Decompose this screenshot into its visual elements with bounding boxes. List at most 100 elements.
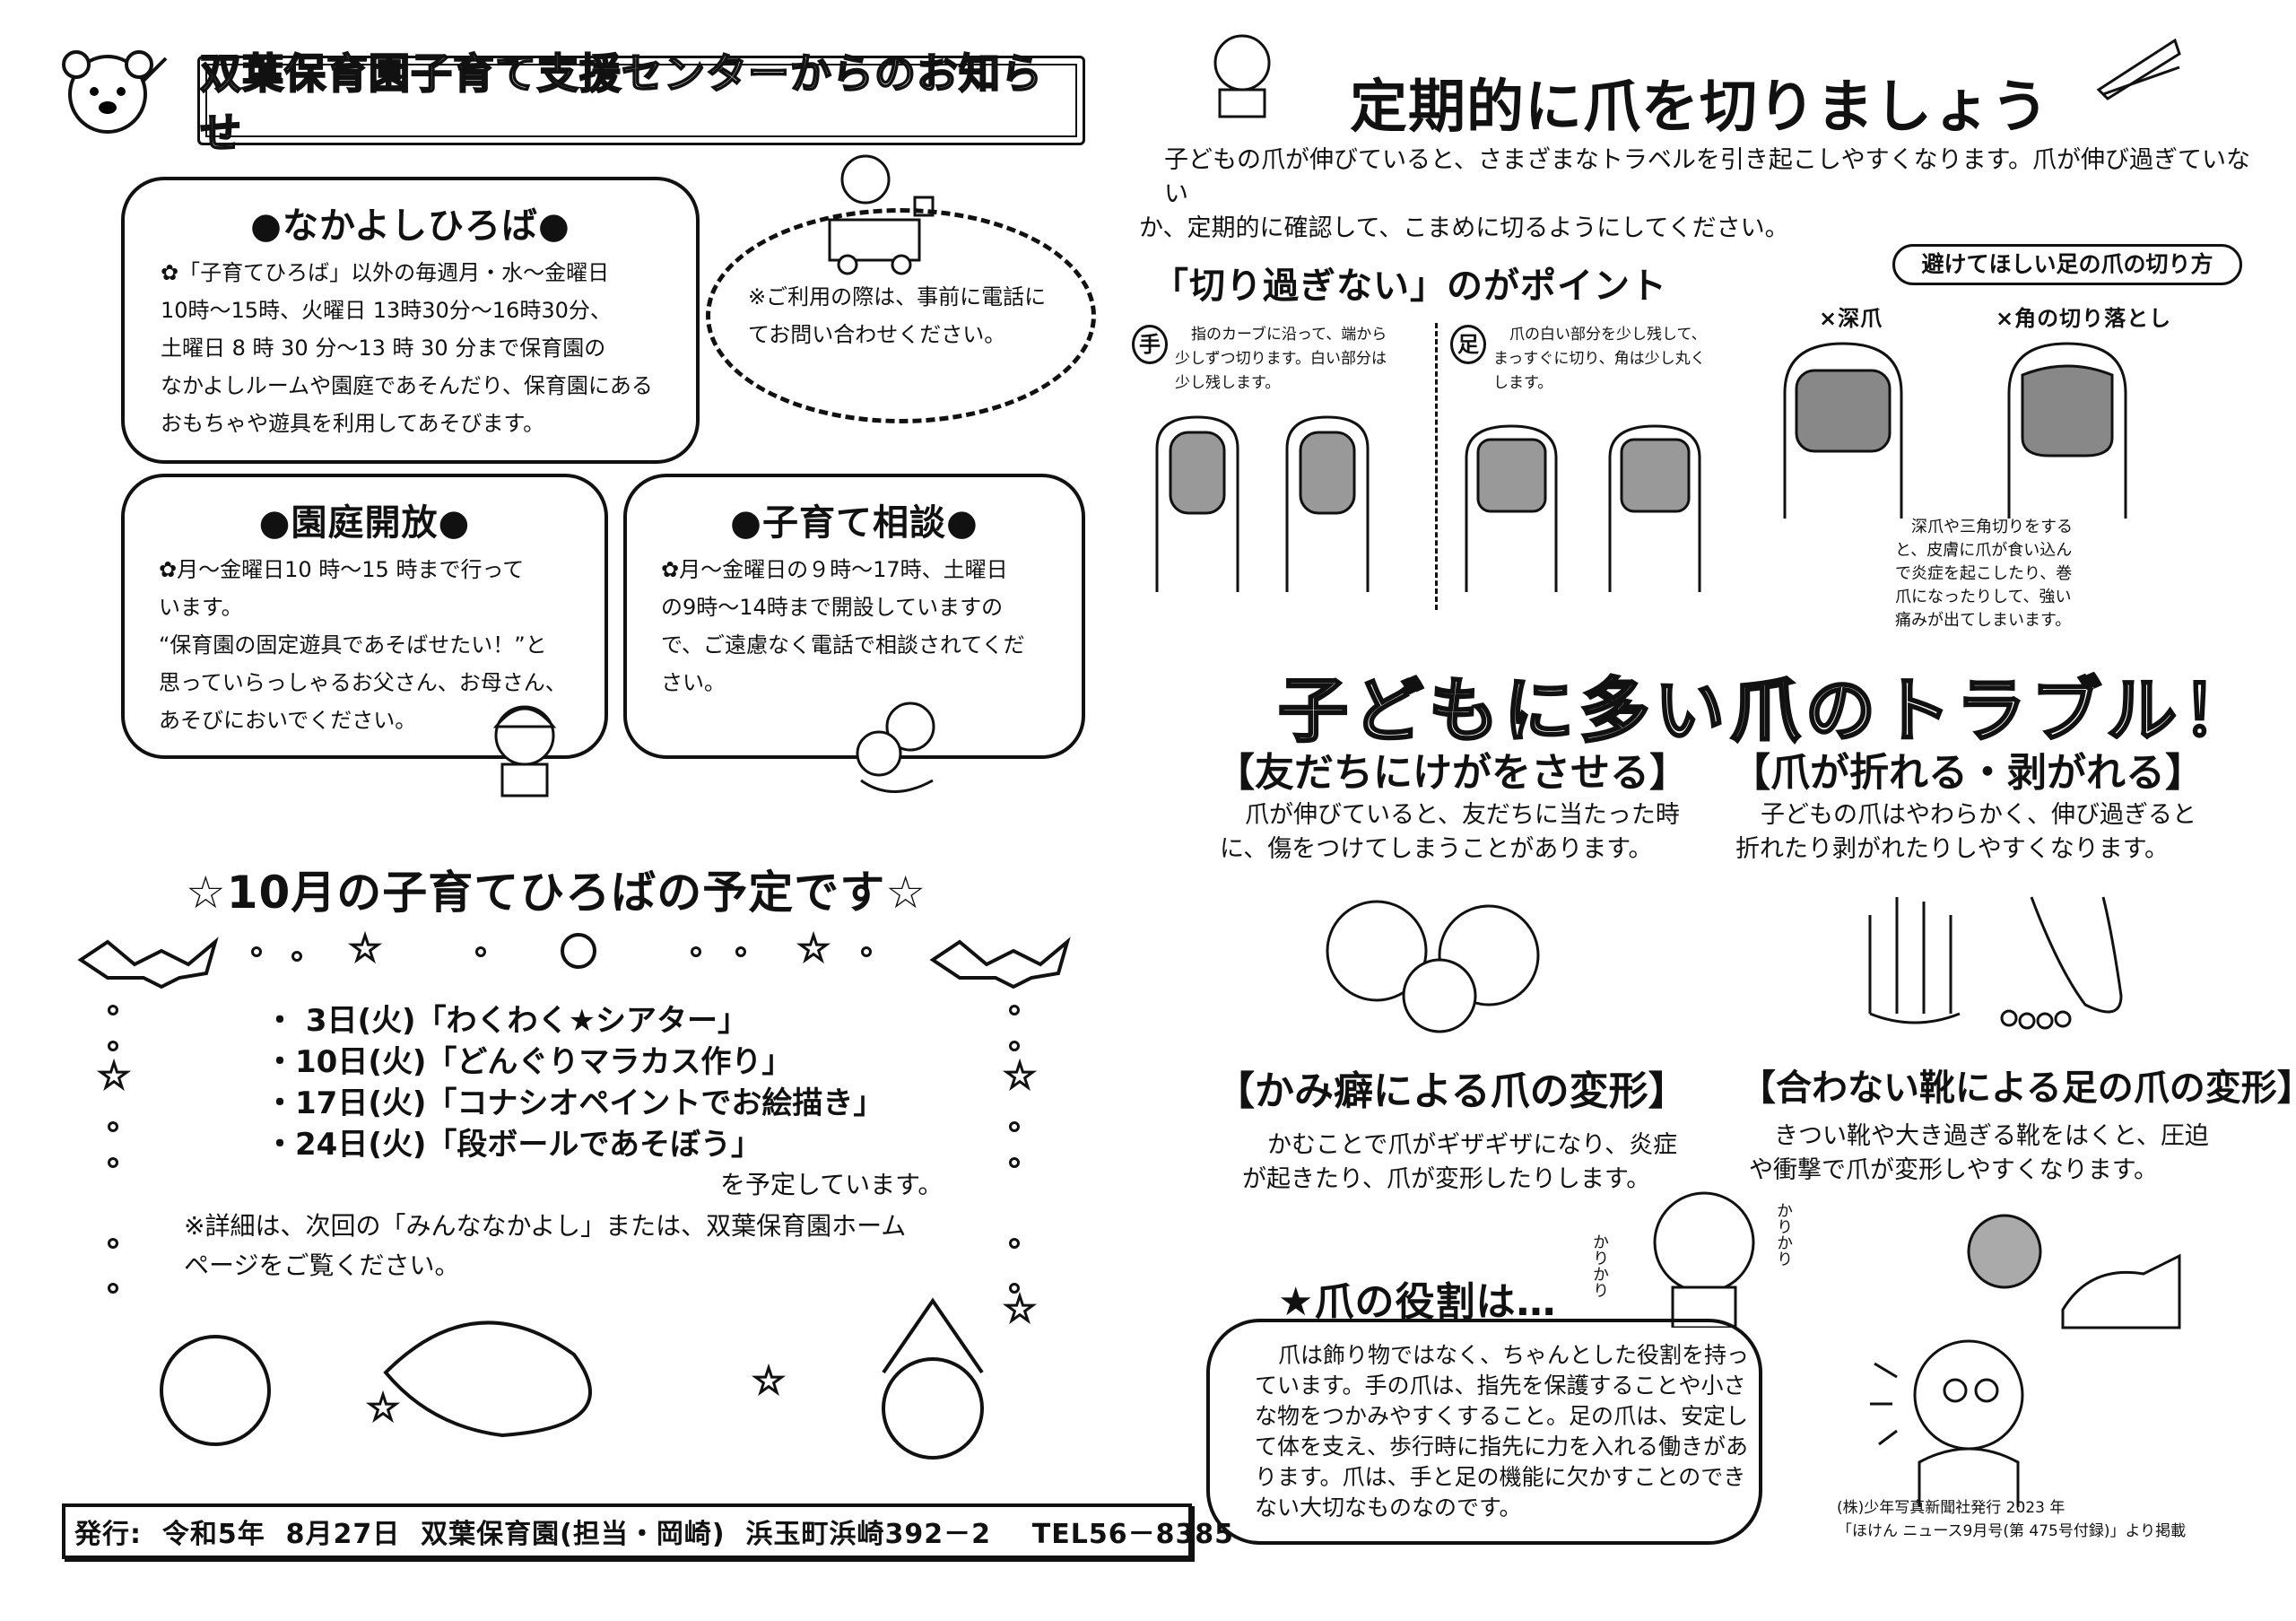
schedule-item: ・24日(火)「段ボールであそぼう」 <box>265 1127 762 1163</box>
nail-clipper-icon <box>2090 27 2188 108</box>
text-line: います。 <box>159 595 243 620</box>
trouble-text: かむことで爪がギザギザになり、炎症 が起きたり、爪が変形したりします。 <box>1242 1129 1677 1197</box>
children-bumping-illustration <box>1326 900 1540 1033</box>
trouble-heading: 【友だちにけがをさせる】 <box>1215 750 1689 796</box>
text-line: で、ご遠慮なく電話で相談されてくだ <box>661 632 1025 658</box>
text-line: な物をつかみやすくすること。足の爪は、安定し <box>1255 1403 1749 1429</box>
schedule-note: ※詳細は、次回の「みんななかよし」または、双葉保育園ホーム ページをご覧ください… <box>184 1207 906 1285</box>
text-line: おもちゃや遊具を利用してあそびます。 <box>161 411 545 436</box>
text-line: ✿「子育てひろば」以外の毎週月・水～金曜日 <box>161 260 610 285</box>
text-line: 10時～15時、火曜日 13時30分～16時30分、 <box>161 298 612 323</box>
foot-text: 爪の白い部分を少し残して、 まっすぐに切り、角は少し丸く します。 <box>1493 323 1707 396</box>
text-line: 爪になったりして、強い <box>1895 588 2072 606</box>
trouble-text: 爪が伸びていると、友だちに当たった時 に、傷をつけてしまうことがあります。 <box>1220 798 1680 867</box>
text-line: 折れたり剥がれたりしやすくなります。 <box>1735 835 2170 863</box>
text-line: ✿月～金曜日の９時～17時、土曜日 <box>661 557 1008 582</box>
credit: (株)少年写真新聞社発行 2023 年 「ほけん ニュース9月号(第 475号付… <box>1837 1496 2186 1543</box>
note-line: ページをご覧ください。 <box>184 1251 460 1280</box>
text-line: します。 <box>1493 374 1553 392</box>
hand-badge-label: 手 <box>1139 332 1161 357</box>
text-line: 思っていらっしゃるお父さん、お母さん、 <box>159 670 567 695</box>
consult-box: ●子育て相談● ✿月～金曜日の９時～17時、土曜日 の9時～14時まで開設してい… <box>623 474 1085 759</box>
text-line: 痛みが出てしまいます。 <box>1895 611 2072 630</box>
right-title: 定期的に爪を切りましょう <box>1350 74 2049 141</box>
text-line: 少し残します。 <box>1175 374 1281 392</box>
garden-title: ●園庭開放● <box>258 502 471 544</box>
schedule-item: ・17日(火)「コナシオペイントでお絵描き」 <box>265 1085 884 1121</box>
shoe-illustration <box>1967 1214 2181 1329</box>
karikari-left: かりかり <box>1590 1233 1609 1298</box>
text-line: 子どもの爪が伸びていると、さまざまなトラベルを引き起こしやすくなります。爪が伸び… <box>1164 146 2250 208</box>
halloween-frame: ★★★★★★★ <box>72 924 1076 1480</box>
schedule-item: ・ 3日(火)「わくわく★シアター」 <box>265 1003 749 1039</box>
credit-line: 「ほけん ニュース9月号(第 475号付録)」より掲載 <box>1837 1522 2187 1540</box>
text-line: なかよしルームや園庭であそんだり、保育園にある <box>161 373 653 398</box>
footer-box: 発行: 令和5年 8月27日 双葉保育園(担当・岡崎) 浜玉町浜崎392－2 T… <box>62 1503 1233 1559</box>
nail-biting-child-illustration <box>1653 1191 1755 1328</box>
mascot-bear-illustration <box>54 45 170 153</box>
text-line: か、定期的に確認して、こまめに切るようにしてください。 <box>1139 214 1789 242</box>
deep-nail-label: ×深爪 <box>1819 306 1883 331</box>
foot-nail-illustration <box>1465 424 1701 592</box>
trouble-heading: 【合わない靴による足の爪の変形】 <box>1740 1068 2296 1109</box>
text-line: て体を支え、歩行時に指先に力を入れる働きがあ <box>1255 1434 1749 1460</box>
trouble-heading: 【かみ癖による爪の変形】 <box>1215 1068 1688 1114</box>
text-line: ない大切なものなのです。 <box>1255 1495 1522 1521</box>
text-line: “保育園の固定遊具であそばせたい！”と <box>159 632 547 658</box>
avoid-nail-illustration <box>1783 342 2127 519</box>
text-line: まっすぐに切り、角は少し丸く <box>1493 350 1706 368</box>
consult-title: ●子育て相談● <box>730 502 978 544</box>
hand-text: 指のカーブに沿って、端から 少しずつ切ります。白い部分は 少し残します。 <box>1175 323 1387 396</box>
text-line: さい。 <box>661 670 726 695</box>
schedule-title: ☆10月の子育てひろばの予定です☆ <box>185 867 927 919</box>
text-line: が起きたり、爪が変形したりします。 <box>1242 1165 1651 1193</box>
intro-text: 子どもの爪が伸びていると、さまざまなトラベルを引き起こしやすくなります。爪が伸び… <box>1139 144 2269 246</box>
consult-text: ✿月～金曜日の９時～17時、土曜日 の9時～14時まで開設していますの で、ご遠… <box>661 551 1048 702</box>
child-ok-illustration <box>1193 22 1292 121</box>
text-line: きつい靴や大き過ぎる靴をはくと、圧迫 <box>1774 1122 2209 1150</box>
text-line: 爪は飾り物ではなく、ちゃんとした役割を持っ <box>1278 1342 1750 1368</box>
note-line: ※ご利用の際は、事前に電話に <box>748 284 1047 309</box>
avoid-pill-label: 避けてほしい足の爪の切り方 <box>1921 251 2213 277</box>
credit-line: (株)少年写真新聞社発行 2023 年 <box>1837 1499 2066 1517</box>
parent-child-hug-illustration <box>834 691 951 803</box>
doctor-illustration <box>1870 1339 2024 1507</box>
trouble-title: 子どもに多い爪のトラブル！ <box>1276 670 2258 754</box>
banner-title: 双葉保育園子育て支援センターからのお知らせ <box>199 48 1043 158</box>
text-line: 土曜日 8 時 30 分～13 時 30 分まで保育園の <box>161 336 606 361</box>
schedule-item: ・10日(火)「どんぐりマラカス作り」 <box>265 1044 793 1080</box>
text-line: 子どもの爪はやわらかく、伸び過ぎると <box>1761 801 2196 829</box>
foot-badge-label: 足 <box>1457 332 1479 357</box>
text-line: 指のカーブに沿って、端から <box>1191 326 1387 344</box>
text-line: と、皮膚に爪が食い込ん <box>1895 541 2073 560</box>
nakayoshi-box: ●なかよしひろば● ✿「子育てひろば」以外の毎週月・水～金曜日 10時～15時、… <box>121 177 700 464</box>
text-line: ています。手の爪は、指先を保護することや小さ <box>1255 1373 1746 1399</box>
nakayoshi-title: ●なかよしひろば● <box>250 205 570 247</box>
text-line: 爪が伸びていると、友だちに当たった時 <box>1245 801 1680 829</box>
avoid-text: 深爪や三角切りをする と、皮膚に爪が食い込ん で炎症を起こしたり、巻 爪になった… <box>1895 516 2073 632</box>
text-line: 深爪や三角切りをする <box>1911 518 2073 536</box>
banner: 双葉保育園子育て支援センターからのお知らせ <box>197 48 1085 158</box>
trouble-heading: 【爪が折れる・剥がれる】 <box>1731 750 2205 796</box>
hand-badge: 手 <box>1132 325 1168 364</box>
foot-badge: 足 <box>1450 325 1486 364</box>
text-line: に、傷をつけてしまうことがあります。 <box>1220 835 1653 863</box>
text-line: かむことで爪がギザギザになり、炎症 <box>1267 1131 1678 1159</box>
divider <box>1435 323 1438 610</box>
role-title: ★爪の役割は… <box>1278 1279 1557 1325</box>
trouble-text: きつい靴や大き過ぎる靴をはくと、圧迫 や衝撃で爪が変形しやすくなります。 <box>1749 1120 2209 1188</box>
child-with-cap-illustration <box>471 691 570 798</box>
text-line: や衝撃で爪が変形しやすくなります。 <box>1749 1156 2159 1184</box>
nakayoshi-text: ✿「子育てひろば」以外の毎週月・水～金曜日 10時～15時、火曜日 13時30分… <box>161 254 660 442</box>
role-text: 爪は飾り物ではなく、ちゃんとした役割を持っ ています。手の爪は、指先を保護するこ… <box>1255 1340 1759 1523</box>
text-line: 少しずつ切ります。白い部分は <box>1175 350 1387 368</box>
schedule-closing: を予定しています。 <box>720 1170 944 1199</box>
text-line: 爪の白い部分を少し残して、 <box>1509 326 1707 344</box>
text-line: ります。爪は、手と足の機能に欠かすことのでき <box>1255 1464 1746 1490</box>
trouble-text: 子どもの爪はやわらかく、伸び過ぎると 折れたり剥がれたりしやすくなります。 <box>1735 798 2196 867</box>
note-line: ※詳細は、次回の「みんななかよし」または、双葉保育園ホーム <box>184 1211 907 1241</box>
hand-nail-illustration <box>1155 415 1370 592</box>
text-line: の9時～14時まで開設していますの <box>661 595 1004 620</box>
note-line: てお問い合わせください。 <box>748 322 1006 347</box>
text-line: で炎症を起こしたり、巻 <box>1895 564 2073 583</box>
